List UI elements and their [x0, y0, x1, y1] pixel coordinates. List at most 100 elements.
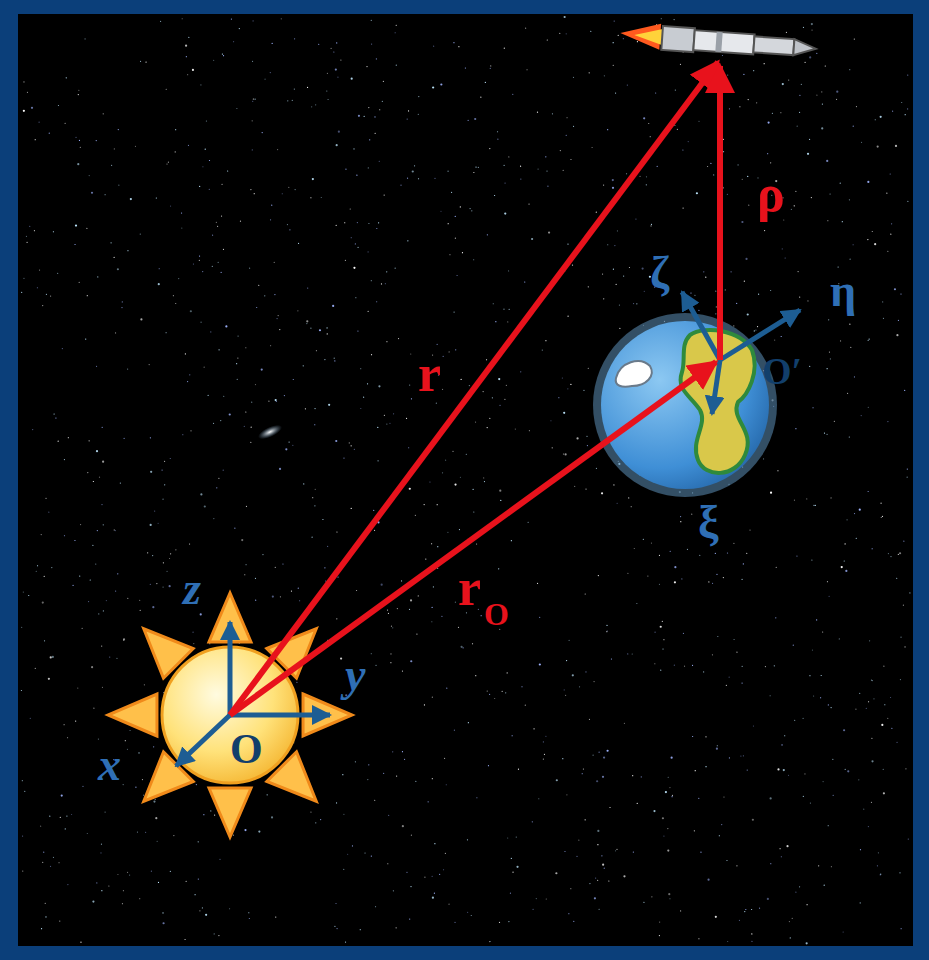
star [537, 583, 538, 584]
star [199, 186, 200, 187]
star [603, 756, 605, 758]
star [564, 851, 565, 852]
star [356, 175, 357, 176]
star [147, 552, 148, 553]
star [807, 153, 809, 155]
star [533, 728, 534, 729]
star [443, 356, 444, 357]
star [881, 724, 883, 726]
star [746, 553, 747, 554]
star [788, 79, 789, 80]
star [770, 290, 771, 291]
star [231, 18, 232, 19]
star [716, 306, 717, 307]
star [895, 145, 897, 147]
star [611, 658, 612, 659]
star [782, 248, 783, 249]
star [166, 571, 167, 572]
star [343, 869, 344, 870]
star [770, 863, 771, 864]
star [102, 427, 103, 428]
star [469, 208, 470, 209]
star [61, 794, 63, 796]
star [186, 56, 187, 57]
star [727, 74, 728, 75]
star [250, 442, 251, 443]
star [292, 100, 293, 101]
star [437, 344, 438, 345]
star [274, 294, 275, 295]
star [439, 874, 440, 875]
star [101, 890, 102, 891]
star [194, 894, 195, 895]
star [712, 583, 713, 584]
star [532, 909, 533, 910]
star [60, 817, 61, 818]
star [35, 139, 36, 140]
star [829, 596, 830, 597]
star [184, 939, 185, 940]
star [53, 413, 54, 414]
star [618, 35, 619, 36]
star [312, 537, 313, 538]
star [418, 96, 419, 97]
star [333, 51, 334, 52]
star [830, 497, 831, 498]
axis-label: x [98, 742, 121, 788]
star [891, 223, 892, 224]
star [36, 571, 37, 572]
star [606, 625, 607, 626]
star [279, 468, 281, 470]
star [127, 872, 128, 873]
star [287, 224, 288, 225]
star [392, 751, 393, 752]
star [436, 403, 437, 404]
star [827, 220, 828, 221]
star [536, 898, 537, 899]
star [315, 104, 316, 105]
star [883, 666, 884, 667]
star [272, 595, 274, 597]
star [542, 350, 543, 351]
star [326, 90, 327, 91]
star [674, 19, 675, 20]
rocket [619, 21, 816, 61]
star [336, 225, 337, 226]
star [152, 606, 154, 608]
star [200, 493, 202, 495]
star [770, 695, 771, 696]
star [815, 505, 816, 506]
star [244, 574, 245, 575]
star [53, 857, 54, 858]
star [96, 140, 97, 141]
star [668, 893, 670, 895]
star [279, 329, 280, 330]
star [387, 609, 388, 610]
star [596, 780, 598, 782]
star [52, 656, 54, 658]
star [506, 385, 507, 386]
star [741, 579, 742, 580]
star [863, 809, 864, 810]
star [707, 166, 708, 167]
star [360, 929, 361, 930]
star [869, 640, 870, 641]
star [846, 519, 847, 520]
star [821, 91, 822, 92]
star [484, 481, 485, 482]
star [125, 740, 126, 741]
star [612, 179, 614, 181]
star [828, 825, 829, 826]
star [351, 78, 353, 80]
star [127, 250, 128, 251]
star [868, 340, 869, 341]
star [349, 442, 350, 443]
x-axis [176, 715, 230, 766]
star [344, 222, 345, 223]
star [614, 245, 615, 246]
star [828, 319, 829, 320]
star [212, 266, 213, 267]
star [382, 101, 383, 102]
star [411, 835, 412, 836]
